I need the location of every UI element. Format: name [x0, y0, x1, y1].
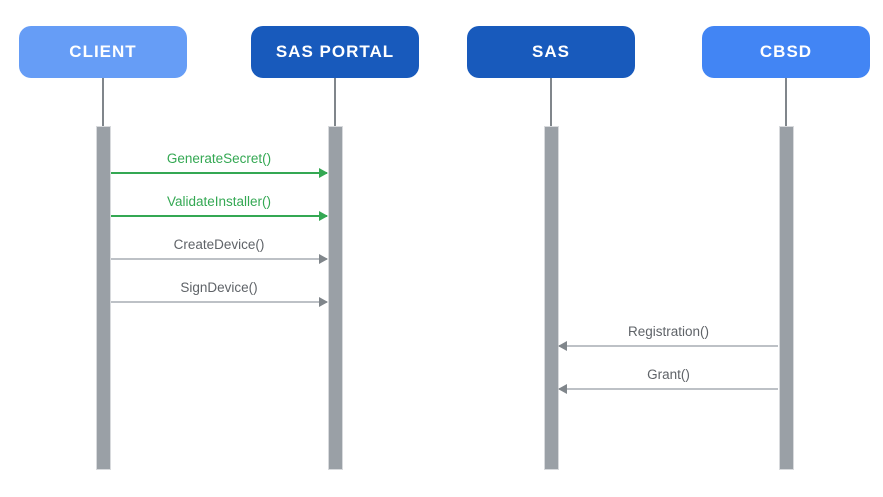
message-line	[111, 211, 328, 221]
message-label: Registration()	[627, 324, 710, 339]
message-line	[558, 341, 778, 351]
message-line	[111, 297, 328, 307]
actor-label-sas: SAS	[532, 42, 570, 61]
lifeline-sas	[550, 78, 552, 126]
message-sign-device: SignDevice()	[111, 279, 328, 307]
message-grant: Grant()	[558, 366, 778, 394]
message-label: SignDevice()	[180, 280, 258, 295]
activation-bar-client	[95, 126, 111, 470]
lifeline-sas-portal	[334, 78, 336, 126]
actor-label-cbsd: CBSD	[759, 42, 813, 61]
actor-label-sas-portal: SAS PORTAL	[275, 42, 395, 61]
message-label: CreateDevice()	[173, 237, 265, 252]
message-label: GenerateSecret()	[166, 151, 272, 166]
arrowhead-left-icon	[558, 384, 567, 394]
arrowhead-right-icon	[319, 168, 328, 178]
message-line	[111, 168, 328, 178]
lifeline-client	[102, 78, 104, 126]
message-registration: Registration()	[558, 323, 778, 351]
actor-box-client: CLIENT	[19, 26, 187, 78]
message-label: ValidateInstaller()	[166, 194, 272, 209]
arrowhead-right-icon	[319, 211, 328, 221]
message-label: Grant()	[647, 367, 690, 382]
message-create-device: CreateDevice()	[111, 236, 328, 264]
activation-bar-cbsd	[778, 126, 794, 470]
actor-box-cbsd: CBSD	[702, 26, 870, 78]
message-line	[111, 254, 328, 264]
arrowhead-right-icon	[319, 254, 328, 264]
arrowhead-left-icon	[558, 341, 567, 351]
lifeline-cbsd	[785, 78, 787, 126]
message-validate-installer: ValidateInstaller()	[111, 193, 328, 221]
activation-bar-sas	[543, 126, 559, 470]
actor-box-sas-portal: SAS PORTAL	[251, 26, 419, 78]
arrowhead-right-icon	[319, 297, 328, 307]
activation-bar-sas-portal	[327, 126, 343, 470]
message-line	[558, 384, 778, 394]
actor-label-client: CLIENT	[69, 42, 137, 61]
message-generate-secret: GenerateSecret()	[111, 150, 328, 178]
actor-box-sas: SAS	[467, 26, 635, 78]
